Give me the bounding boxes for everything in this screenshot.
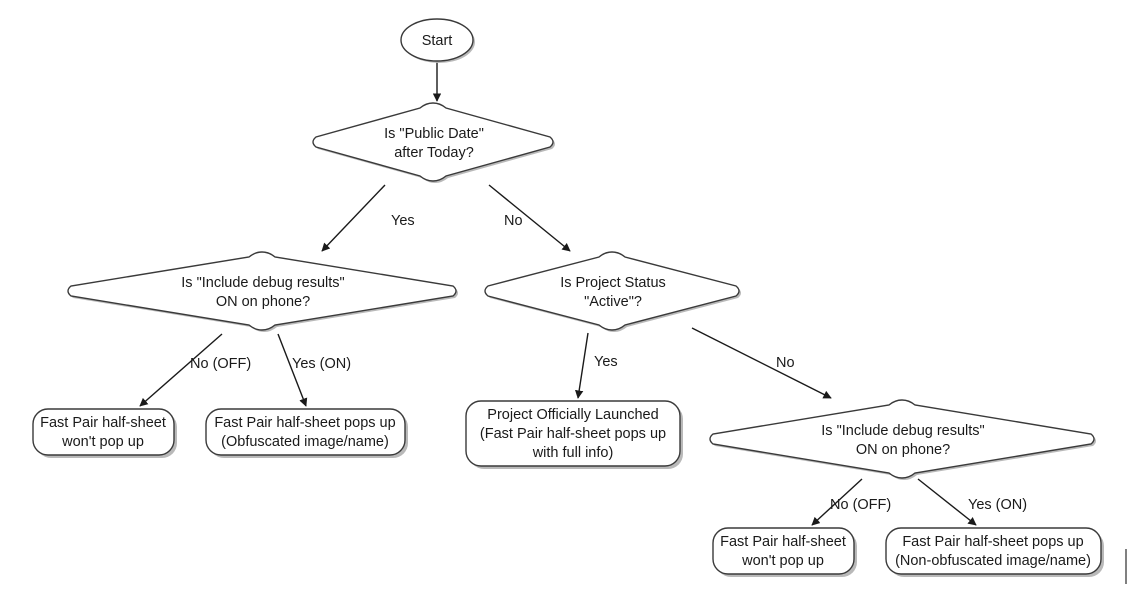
node-no-popup-left-line1: Fast Pair half-sheet xyxy=(40,415,166,431)
edge-label-debug-left-yes: Yes (ON) xyxy=(292,356,351,372)
node-debug-right-line2: ON on phone? xyxy=(856,442,950,458)
node-start[interactable]: Start xyxy=(400,18,475,63)
edge-label-project-status-yes: Yes xyxy=(594,354,618,370)
node-non-obfuscated[interactable]: Fast Pair half-sheet pops up (Non-obfusc… xyxy=(885,527,1104,577)
edge-project-status-no: No xyxy=(691,327,832,399)
edge-project-status-yes: Yes xyxy=(574,332,618,399)
edge-debug-left-no: No (OFF) xyxy=(139,333,251,407)
node-debug-left-line1: Is "Include debug results" xyxy=(181,275,344,291)
edge-public-date-yes: Yes xyxy=(321,184,415,252)
node-start-label: Start xyxy=(422,33,453,49)
edge-label-debug-right-yes: Yes (ON) xyxy=(968,497,1027,513)
node-public-date-line2: after Today? xyxy=(394,145,474,161)
node-officially-launched[interactable]: Project Officially Launched (Fast Pair h… xyxy=(465,400,683,469)
node-obfuscated-line1: Fast Pair half-sheet pops up xyxy=(214,415,395,431)
node-public-date[interactable]: Is "Public Date" after Today? xyxy=(312,102,555,183)
node-no-popup-right[interactable]: Fast Pair half-sheet won't pop up xyxy=(712,527,857,577)
node-project-status-line1: Is Project Status xyxy=(560,275,666,291)
node-no-popup-right-line1: Fast Pair half-sheet xyxy=(720,534,846,550)
edge-debug-right-no: No (OFF) xyxy=(811,478,891,526)
node-officially-launched-line2: (Fast Pair half-sheet pops up xyxy=(480,426,666,442)
edge-public-date-no: No xyxy=(488,184,571,252)
node-no-popup-left-line2: won't pop up xyxy=(61,434,144,450)
edge-label-debug-right-no: No (OFF) xyxy=(830,497,891,513)
edge-label-public-date-yes: Yes xyxy=(391,213,415,229)
edge-label-public-date-no: No xyxy=(504,213,523,229)
edge-debug-right-yes: Yes (ON) xyxy=(917,478,1027,526)
node-non-obfuscated-line1: Fast Pair half-sheet pops up xyxy=(902,534,1083,550)
edge-label-debug-left-no: No (OFF) xyxy=(190,356,251,372)
node-officially-launched-line3: with full info) xyxy=(532,445,614,461)
node-public-date-line1: Is "Public Date" xyxy=(384,126,484,142)
node-debug-right[interactable]: Is "Include debug results" ON on phone? xyxy=(709,399,1096,480)
node-obfuscated[interactable]: Fast Pair half-sheet pops up (Obfuscated… xyxy=(205,408,408,458)
node-debug-left[interactable]: Is "Include debug results" ON on phone? xyxy=(67,251,458,332)
node-project-status-line2: "Active"? xyxy=(584,294,642,310)
node-project-status[interactable]: Is Project Status "Active"? xyxy=(484,251,741,332)
node-no-popup-left[interactable]: Fast Pair half-sheet won't pop up xyxy=(32,408,177,458)
node-debug-right-line1: Is "Include debug results" xyxy=(821,423,984,439)
node-no-popup-right-line2: won't pop up xyxy=(741,553,824,569)
node-obfuscated-line2: (Obfuscated image/name) xyxy=(221,434,389,450)
node-debug-left-line2: ON on phone? xyxy=(216,294,310,310)
edge-label-project-status-no: No xyxy=(776,355,795,371)
node-officially-launched-line1: Project Officially Launched xyxy=(487,407,658,423)
edge-debug-left-yes: Yes (ON) xyxy=(277,333,351,407)
node-non-obfuscated-line2: (Non-obfuscated image/name) xyxy=(895,553,1091,569)
